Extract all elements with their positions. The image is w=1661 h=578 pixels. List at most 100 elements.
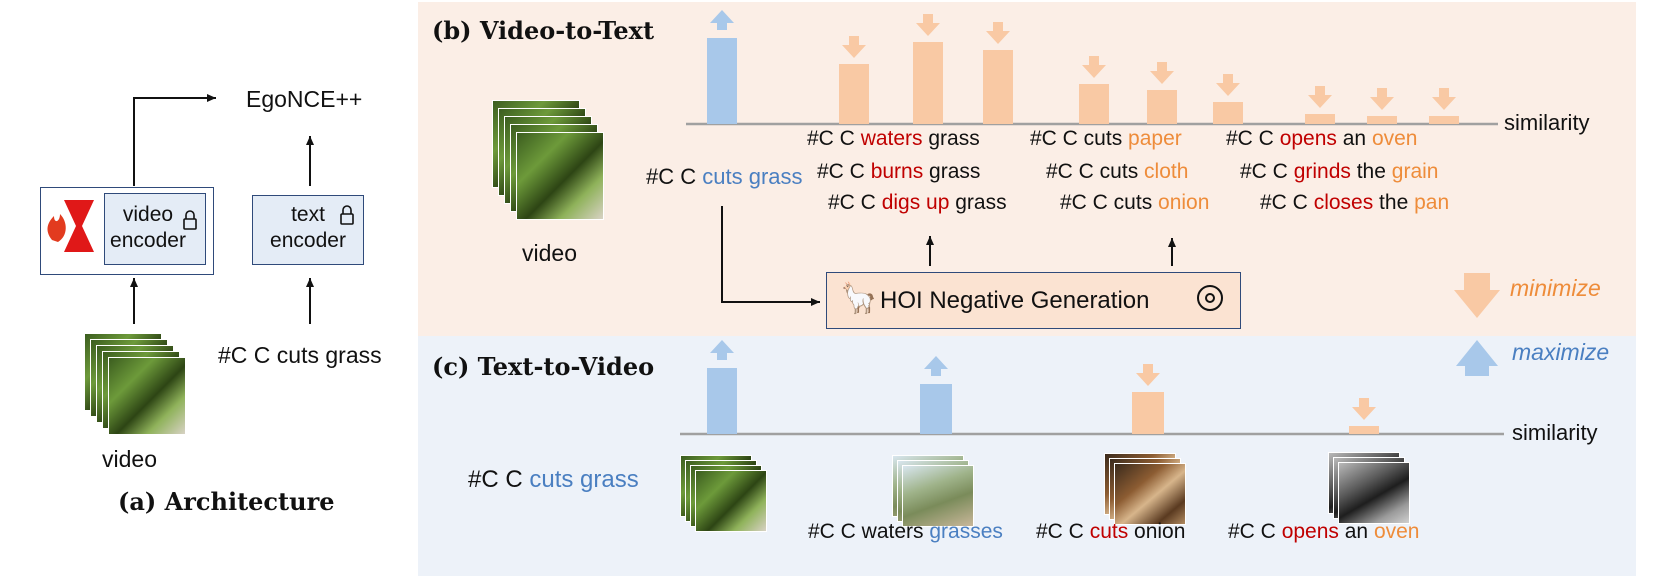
down-arrow-icon — [1352, 398, 1376, 420]
input-text-query: #C C cuts grass — [218, 342, 382, 368]
text-encoder-label-line2: encoder — [270, 229, 346, 252]
negative-caption: #C C waters grass — [807, 127, 980, 151]
negative-caption: #C C digs up grass — [828, 191, 1007, 215]
negative-caption: #C C cuts onion — [1060, 191, 1209, 215]
negative-caption-segment: #C C — [828, 191, 882, 214]
hourglass-adapter-icon — [64, 200, 94, 252]
down-arrow-icon — [1216, 74, 1240, 96]
negative-caption-segment: pan — [1414, 191, 1450, 214]
video-caption-segment: oven — [1373, 520, 1420, 543]
negative-caption-segment: grass — [949, 191, 1007, 214]
positive-bar — [707, 368, 737, 434]
negative-caption-segment: cloth — [1144, 160, 1189, 183]
positive-caption-prefix: #C C — [646, 164, 703, 189]
query-video-label: video — [522, 240, 577, 266]
fire-icon — [47, 214, 66, 242]
negative-caption-segment: #C C — [1260, 191, 1314, 214]
text-query: #C C cuts grass — [468, 466, 639, 494]
negative-caption-segment: the — [1373, 191, 1415, 214]
text-to-video-title: (c) Text-to-Video — [432, 352, 655, 381]
negative-caption-segment: paper — [1128, 127, 1182, 150]
negative-caption-segment: #C C cuts — [1060, 191, 1159, 214]
input-video-label: video — [102, 446, 157, 472]
positive-caption-action: cuts grass — [702, 164, 803, 189]
down-arrow-icon — [916, 14, 940, 36]
lock-icon — [183, 205, 354, 230]
negative-caption-segment: grass — [923, 160, 981, 183]
negative-bar — [913, 42, 943, 124]
negative-caption-segment: #C C cuts — [1030, 127, 1129, 150]
minimize-legend-label: minimize — [1510, 275, 1601, 301]
negative-caption-segment: burns — [870, 160, 924, 183]
negative-caption: #C C burns grass — [817, 160, 980, 184]
down-arrow-icon — [1136, 364, 1160, 386]
negative-caption-segment: #C C — [1226, 127, 1280, 150]
negative-caption-segment: onion — [1158, 191, 1210, 214]
down-arrow-icon — [842, 36, 866, 58]
negative-caption-segment: #C C — [1240, 160, 1294, 183]
down-arrow-icon — [1370, 88, 1394, 110]
video-caption-segment: cuts — [1089, 520, 1129, 543]
negative-bar — [1213, 102, 1243, 124]
text-to-video-panel — [418, 336, 1636, 576]
negative-caption-segment: grass — [922, 127, 980, 150]
negative-caption-segment: digs up — [881, 191, 950, 214]
negative-bar — [1147, 90, 1177, 124]
negative-bar — [1132, 392, 1164, 434]
negative-caption: #C C cuts paper — [1030, 127, 1182, 151]
negative-caption-segment: #C C — [817, 160, 871, 183]
negative-caption-segment: opens — [1279, 127, 1337, 150]
video-caption-segment: grasses — [929, 520, 1003, 543]
video-encoder-label-line1: video — [122, 203, 174, 226]
positive-bar — [707, 38, 737, 124]
up-arrow-icon — [710, 340, 734, 360]
down-arrow-icon — [1082, 56, 1106, 78]
video-caption-segment: #C C — [1228, 520, 1282, 543]
negative-caption-segment: grinds — [1293, 160, 1351, 183]
hoi-negative-generation-box — [826, 272, 1241, 329]
video-caption: #C C opens an oven — [1228, 520, 1419, 544]
maximize-legend-label: maximize — [1512, 339, 1610, 365]
openai-icon — [1197, 285, 1223, 311]
down-arrow-icon — [1308, 86, 1332, 108]
negative-caption-segment: the — [1350, 160, 1392, 183]
negative-bar — [1305, 114, 1335, 124]
text-query-prefix: #C C — [468, 466, 530, 493]
up-arrow-icon — [710, 10, 734, 30]
maximize-up-arrow-icon — [1456, 340, 1498, 376]
similarity-axis-label-b: similarity — [1504, 110, 1590, 135]
negative-caption-segment: an — [1336, 127, 1372, 150]
video-caption: #C C cuts onion — [1036, 520, 1185, 544]
negative-caption-segment: oven — [1371, 127, 1418, 150]
video-caption-segment: onion — [1128, 520, 1186, 543]
negative-bar — [839, 64, 869, 124]
video-caption-segment: an — [1338, 520, 1374, 543]
text-query-action: cuts grass — [529, 466, 639, 493]
openai-icon-core — [1205, 293, 1215, 303]
video-to-text-title: (b) Video-to-Text — [432, 16, 655, 45]
text-to-video-similarity-bars — [680, 340, 1504, 436]
negative-caption-segment: waters — [860, 127, 923, 150]
negative-caption-segment: #C C — [807, 127, 861, 150]
negative-caption: #C C closes the pan — [1260, 191, 1449, 215]
similarity-axis-label-c: similarity — [1512, 420, 1598, 445]
video-caption-segment: #C C waters — [808, 520, 930, 543]
video-encoder-label-line2: encoder — [110, 229, 186, 252]
down-arrow-icon — [1150, 62, 1174, 84]
positive-bar — [920, 384, 952, 434]
up-arrow-icon — [924, 356, 948, 376]
down-arrow-icon — [986, 22, 1010, 44]
architecture-title: (a) Architecture — [118, 487, 335, 516]
negative-bar — [1079, 84, 1109, 124]
down-arrow-icon — [1432, 88, 1456, 110]
positive-caption: #C C cuts grass — [646, 164, 803, 190]
negative-caption-segment: closes — [1313, 191, 1374, 214]
negative-caption: #C C grinds the grain — [1240, 160, 1438, 184]
negative-bar — [1367, 116, 1397, 124]
llama-icon: 🦙 — [840, 282, 878, 315]
video-caption: #C C waters grasses — [808, 520, 1003, 544]
hoi-negative-generation-label: HOI Negative Generation — [880, 287, 1150, 314]
negative-bar — [1429, 116, 1459, 124]
